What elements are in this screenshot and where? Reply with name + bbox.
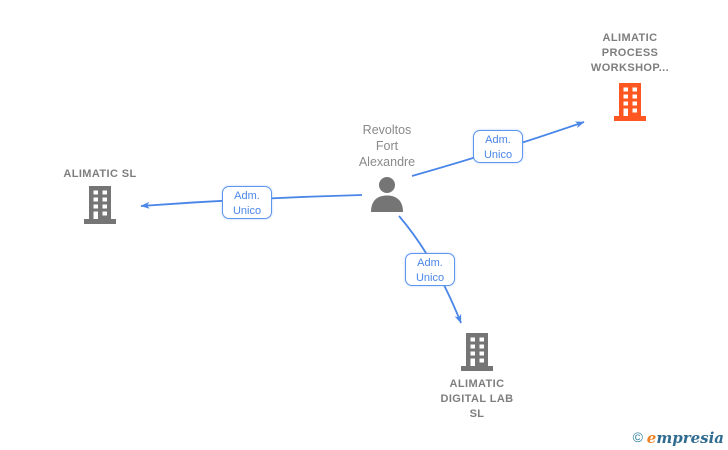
company-name-line: ALIMATIC — [449, 378, 505, 390]
company-name-line: DIGITAL LAB — [440, 393, 514, 405]
copyright-icon: © — [632, 429, 643, 445]
building-icon-orange[interactable] — [613, 83, 647, 121]
edge-label-line: Adm. — [485, 134, 511, 146]
building-icon-gray[interactable] — [459, 333, 495, 371]
person-name-line: Alexandre — [358, 155, 416, 169]
brand-text: mpresia — [656, 429, 724, 447]
edge-label-adm-unico-process: Adm. Unico — [473, 130, 523, 163]
node-alimatic-sl[interactable]: ALIMATIC SL — [30, 167, 170, 224]
node-alimatic-digital-lab[interactable]: ALIMATIC DIGITAL LAB SL — [412, 333, 542, 422]
edge-label-line: Unico — [232, 205, 262, 217]
company-name-line: PROCESS — [601, 47, 659, 59]
edge-label-adm-unico-digital: Adm. Unico — [405, 253, 455, 286]
person-name-line: Fort — [375, 139, 399, 153]
company-name-line: ALIMATIC SL — [63, 168, 137, 180]
empresia-logo[interactable]: © empresia — [633, 429, 724, 447]
company-name-line: WORKSHOP... — [590, 62, 670, 74]
company-name-line: SL — [469, 408, 485, 420]
edge-label-line: Unico — [415, 272, 445, 284]
node-alimatic-process[interactable]: ALIMATIC PROCESS WORKSHOP... — [569, 31, 691, 121]
person-name-line: Revoltos — [362, 123, 412, 137]
edge-label-adm-unico-sl: Adm. Unico — [222, 186, 272, 219]
brand-letter-e: e — [646, 429, 657, 447]
edge-label-line: Unico — [483, 149, 513, 161]
company-name-line: ALIMATIC — [602, 32, 658, 44]
edge-label-line: Adm. — [234, 190, 260, 202]
building-icon-gray[interactable] — [83, 186, 117, 224]
edge-label-line: Adm. — [417, 257, 443, 269]
person-icon[interactable] — [368, 176, 406, 212]
node-person-revoltos[interactable]: Revoltos Fort Alexandre — [327, 122, 447, 212]
